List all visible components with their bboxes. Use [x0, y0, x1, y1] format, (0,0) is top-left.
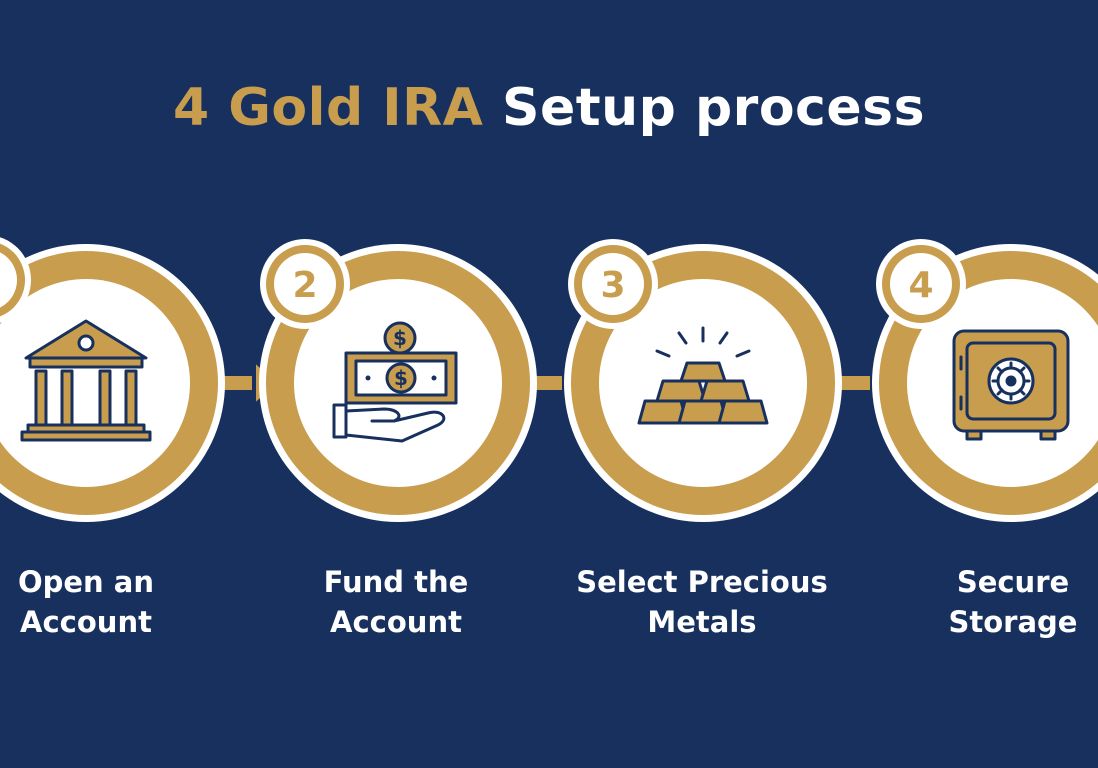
step-3-number: 3 [600, 265, 625, 306]
step-4-number: 4 [908, 265, 933, 306]
step-4-label-line1: Secure [956, 565, 1070, 599]
step-3-label: Select Precious Metals [552, 562, 852, 642]
page-title: 4 Gold IRA Setup process [0, 78, 1098, 138]
step-1-label-line2: Account [20, 605, 152, 639]
step-3-label-line1: Select Precious [576, 565, 828, 599]
step-4-label: Secure Storage [863, 562, 1098, 642]
step-1-label-line1: Open an [17, 565, 155, 599]
bank-building-icon [20, 319, 152, 442]
step-2-number: 2 [292, 265, 317, 306]
svg-text:$: $ [393, 326, 407, 350]
money-hand-icon: $ $ [332, 321, 458, 443]
step-4-label-line2: Storage [948, 605, 1078, 639]
step-2-label-line1: Fund the [323, 565, 469, 599]
gold-bars-icon [637, 326, 769, 425]
step-2-label: Fund the Account [246, 562, 546, 642]
step-4-badge: 4 [876, 239, 966, 329]
safe-vault-icon [952, 329, 1070, 441]
step-1-circle [0, 244, 225, 522]
title-gold-part: 4 Gold IRA [172, 78, 484, 138]
step-2-badge: 2 [260, 239, 350, 329]
step-3-badge: 3 [568, 239, 658, 329]
title-white-part: Setup process [502, 78, 926, 138]
step-1-label: Open an Account [0, 562, 236, 642]
svg-text:$: $ [394, 366, 408, 390]
step-3-label-line2: Metals [647, 605, 757, 639]
step-2-label-line2: Account [330, 605, 462, 639]
